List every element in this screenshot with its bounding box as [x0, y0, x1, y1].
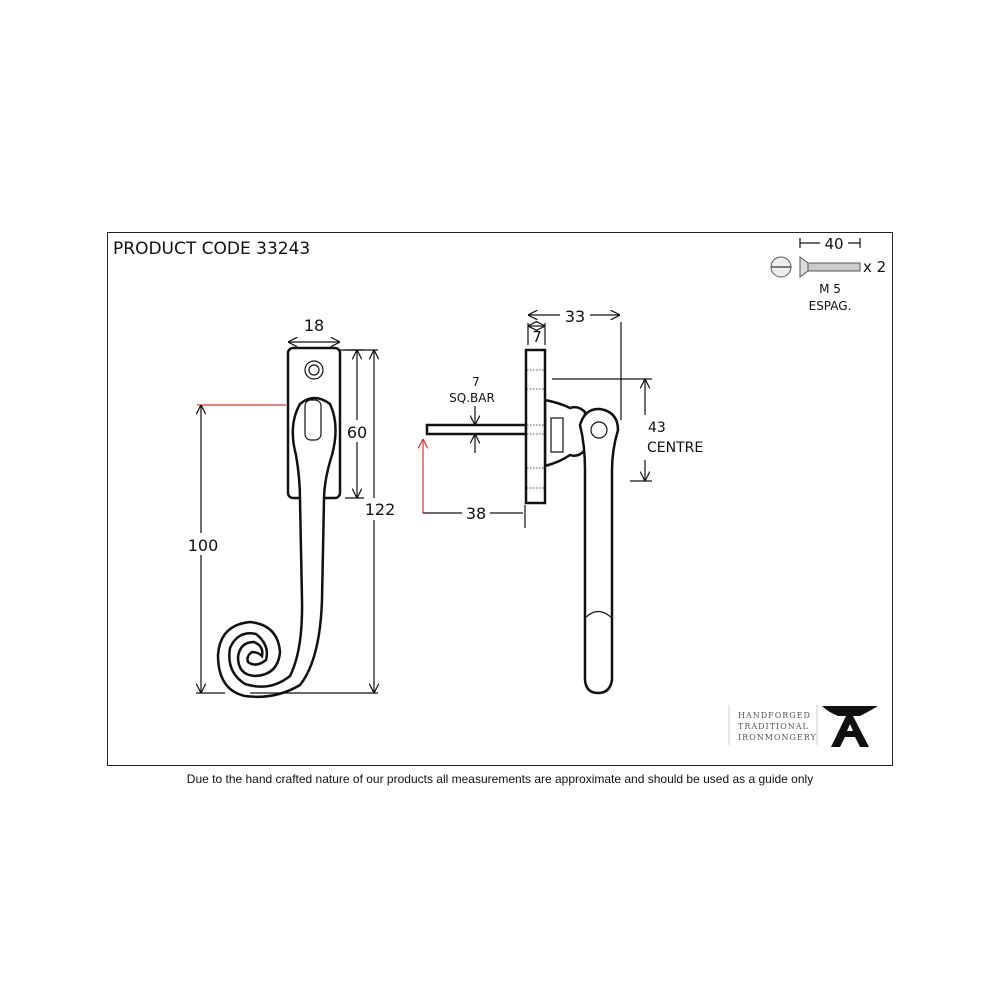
dim-backplate-height: 60 [347, 423, 367, 442]
handle-body [216, 396, 337, 699]
dim-projection: 33 [565, 307, 585, 326]
bar-label: SQ.BAR [449, 391, 495, 405]
dim-bar-size: 7 [472, 375, 480, 389]
dim-width: 18 [304, 316, 324, 335]
front-view: 18 60 122 100 [185, 316, 396, 699]
screw-detail: 40 x 2 M 5 ESPAG. [770, 235, 886, 313]
side-view: 7 33 7 SQ.BAR 38 43 CENTRE [423, 305, 703, 695]
dim-plate-thickness: 7 [532, 328, 542, 346]
dim-centre: 43 [648, 420, 666, 436]
centre-label: CENTRE [647, 440, 703, 456]
disclaimer-footer: Due to the hand crafted nature of our pr… [186, 772, 814, 786]
drawing-frame [107, 232, 893, 766]
screw-size: M 5 [819, 282, 841, 296]
brand-logo: HANDFORGED TRADITIONAL IRONMONGERY [728, 705, 878, 747]
screw-type: ESPAG. [809, 299, 852, 313]
dim-overall-height: 122 [365, 500, 396, 519]
product-code-title: PRODUCT CODE 33243 [113, 239, 310, 259]
logo-line-1: HANDFORGED [738, 711, 811, 720]
dim-bar-length: 38 [466, 504, 486, 523]
side-lever [578, 407, 620, 695]
logo-line-3: IRONMONGERY [738, 733, 817, 742]
logo-line-2: TRADITIONAL [738, 722, 809, 731]
square-bar [425, 423, 528, 436]
anvil-icon [822, 706, 878, 747]
dim-handle-length: 100 [188, 536, 219, 555]
rose-plate [524, 348, 547, 505]
screw-quantity: x 2 [863, 258, 886, 276]
screw-length: 40 [824, 235, 843, 253]
